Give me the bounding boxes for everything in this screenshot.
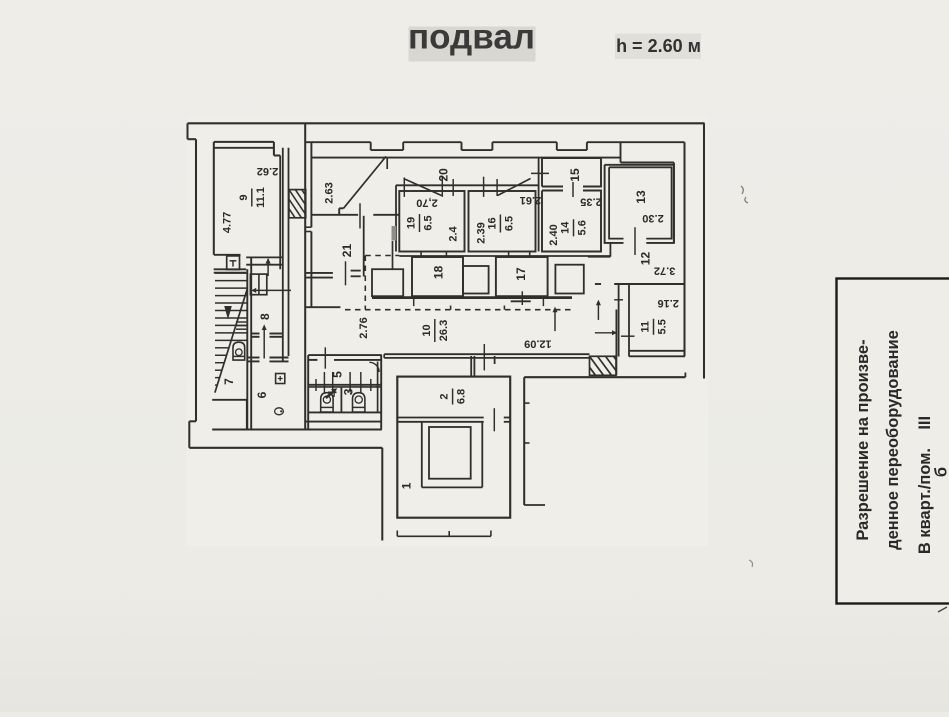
svg-text:2.63: 2.63 (324, 182, 336, 203)
svg-text:8: 8 (258, 313, 272, 320)
svg-text:6.5: 6.5 (423, 215, 435, 230)
svg-text:18: 18 (432, 265, 446, 279)
svg-text:9: 9 (238, 194, 250, 200)
svg-text:2.35: 2.35 (580, 196, 601, 208)
svg-text:21: 21 (340, 244, 354, 258)
svg-text:16: 16 (486, 217, 498, 229)
svg-text:13: 13 (634, 190, 648, 204)
svg-text:12.09: 12.09 (524, 338, 552, 350)
svg-text:подвал: подвал (408, 18, 535, 57)
svg-text:5.6: 5.6 (577, 220, 589, 235)
svg-text:2.76: 2.76 (358, 317, 370, 338)
svg-text:2.16: 2.16 (657, 297, 678, 309)
svg-text:2.62: 2.62 (257, 165, 278, 177)
svg-text:1: 1 (400, 482, 414, 489)
svg-text:26.3: 26.3 (438, 320, 450, 341)
svg-text:20: 20 (437, 168, 451, 182)
svg-text:2.61: 2.61 (520, 194, 541, 206)
svg-text:денное переоборудование: денное переоборудование (884, 330, 902, 550)
svg-text:6.5: 6.5 (503, 216, 515, 231)
svg-text:2: 2 (439, 393, 451, 399)
svg-text:19: 19 (406, 217, 418, 229)
svg-text:14: 14 (560, 221, 572, 234)
svg-text:2.39: 2.39 (475, 222, 487, 243)
svg-text:3: 3 (342, 388, 356, 395)
svg-text:12: 12 (639, 252, 653, 266)
svg-text:7: 7 (222, 378, 236, 385)
svg-text:б: б (933, 467, 949, 477)
svg-text:11.1: 11.1 (255, 187, 267, 208)
svg-text:3.72: 3.72 (654, 264, 675, 276)
svg-text:4.77: 4.77 (221, 212, 233, 233)
svg-text:2.4: 2.4 (448, 225, 460, 241)
svg-text:2.40: 2.40 (548, 224, 560, 245)
svg-text:Разрешение на произве-: Разрешение на произве- (854, 339, 872, 540)
svg-text:17: 17 (514, 267, 528, 281)
svg-text:5.5: 5.5 (657, 319, 669, 334)
svg-text:6.8: 6.8 (456, 389, 468, 404)
svg-text:2.30: 2.30 (642, 212, 663, 224)
svg-text:5: 5 (331, 371, 345, 378)
svg-text:2,70: 2,70 (416, 196, 437, 208)
svg-text:11: 11 (640, 321, 652, 333)
svg-text:В кварт./пом. III: В кварт./пом. III (916, 416, 934, 554)
svg-text:h = 2.60 м: h = 2.60 м (616, 36, 701, 56)
svg-text:10: 10 (421, 324, 433, 336)
svg-text:15: 15 (568, 168, 582, 182)
svg-text:6: 6 (255, 391, 269, 398)
